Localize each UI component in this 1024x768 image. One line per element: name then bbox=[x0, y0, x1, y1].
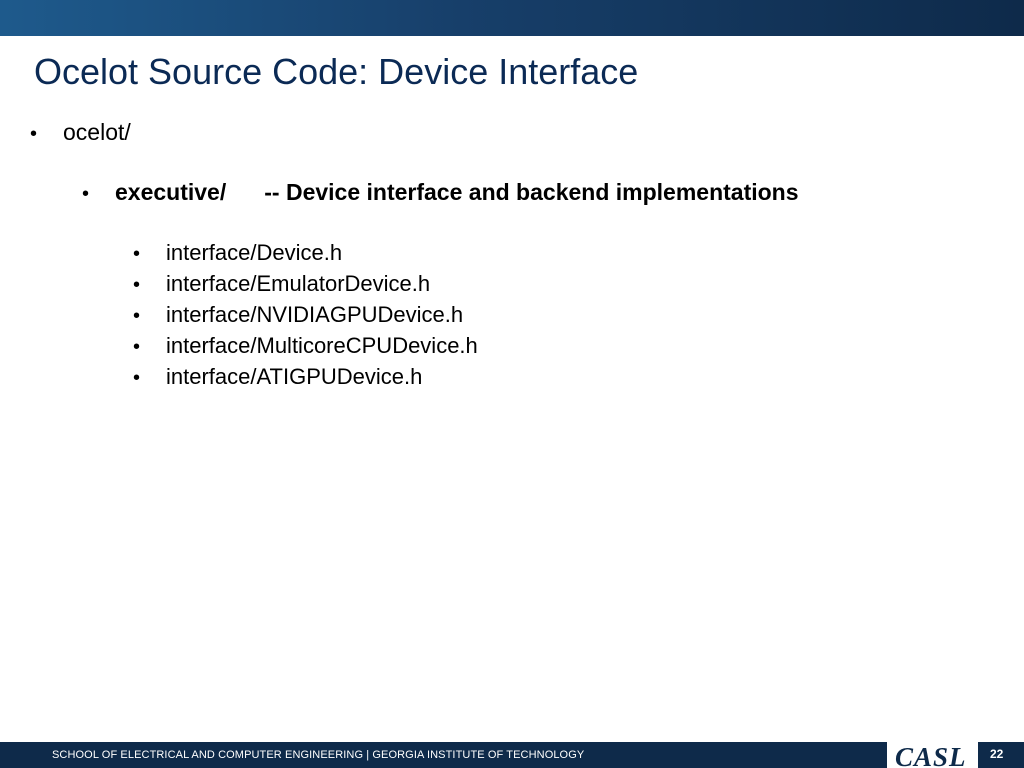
logo-text: CASL bbox=[895, 742, 967, 768]
footer-band: SCHOOL OF ELECTRICAL AND COMPUTER ENGINE… bbox=[0, 742, 1024, 768]
bullet-icon: • bbox=[133, 367, 141, 389]
bullet-device-file: • interface/EmulatorDevice.h bbox=[133, 271, 430, 297]
bullet-dir: executive/ bbox=[115, 179, 227, 205]
bullet-text: ocelot/ bbox=[63, 119, 131, 145]
bullet-text: interface/Device.h bbox=[166, 240, 343, 265]
bullet-ocelot: • ocelot/ bbox=[30, 119, 131, 146]
bullet-executive: • executive/ -- Device interface and bac… bbox=[82, 179, 799, 206]
slide-title: Ocelot Source Code: Device Interface bbox=[34, 51, 639, 92]
bullet-icon: • bbox=[82, 183, 90, 205]
bullet-text: interface/MulticoreCPUDevice.h bbox=[166, 333, 478, 358]
casl-logo: CASL bbox=[887, 742, 978, 768]
bullet-icon: • bbox=[133, 336, 141, 358]
bullet-text: interface/EmulatorDevice.h bbox=[166, 271, 431, 296]
page-number: 22 bbox=[990, 747, 1004, 761]
bullet-text: interface/NVIDIAGPUDevice.h bbox=[166, 302, 464, 327]
bullet-icon: • bbox=[133, 305, 141, 327]
bullet-icon: • bbox=[30, 123, 38, 145]
bullet-description: -- Device interface and backend implemen… bbox=[264, 179, 799, 205]
bullet-device-file: • interface/NVIDIAGPUDevice.h bbox=[133, 302, 463, 328]
header-band bbox=[0, 0, 1024, 36]
bullet-device-file: • interface/ATIGPUDevice.h bbox=[133, 364, 422, 390]
bullet-icon: • bbox=[133, 243, 141, 265]
bullet-device-file: • interface/Device.h bbox=[133, 240, 342, 266]
bullet-icon: • bbox=[133, 274, 141, 296]
bullet-text: interface/ATIGPUDevice.h bbox=[166, 364, 423, 389]
bullet-device-file: • interface/MulticoreCPUDevice.h bbox=[133, 333, 478, 359]
footer-text: SCHOOL OF ELECTRICAL AND COMPUTER ENGINE… bbox=[52, 749, 585, 761]
